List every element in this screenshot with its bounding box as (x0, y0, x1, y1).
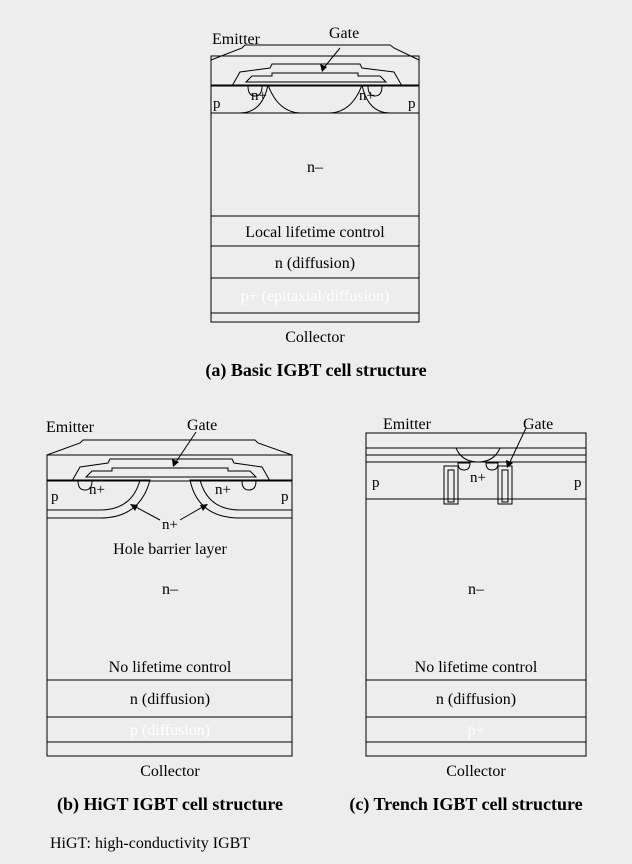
trench-gate-left (447, 469, 455, 503)
n-plus-right (241, 480, 257, 491)
collector-label: Collector (285, 329, 345, 346)
n-plus-right (367, 85, 383, 97)
caption-a: (a) Basic IGBT cell structure (205, 360, 426, 381)
emitter-metal (46, 439, 293, 482)
p-well-right-edge (361, 84, 419, 114)
n-plus-right-label: n+ (359, 88, 375, 104)
n-minus-label: n– (307, 159, 324, 176)
layer3-label: p+ (467, 722, 484, 739)
n-plus-label: n+ (470, 470, 486, 486)
collector-metal (46, 741, 293, 757)
emitter-metal (365, 432, 587, 463)
collector-label: Collector (140, 763, 200, 780)
p-well-right (199, 479, 293, 511)
gate-arrow-head (172, 459, 179, 467)
trench-gate-right (501, 469, 509, 503)
hole-barrier-right (189, 479, 293, 519)
layer2-label: n (diffusion) (130, 691, 210, 708)
layer1-label: No lifetime control (415, 659, 538, 676)
gate-oxide (71, 458, 271, 482)
p-right-label: p (281, 489, 289, 505)
gate-label: Gate (187, 417, 217, 434)
n-minus-label: n– (468, 581, 485, 598)
p-well-left-edge (211, 84, 269, 114)
p-left-label: p (51, 489, 59, 505)
hole-barrier-left (46, 479, 151, 519)
gate-arrow-head (506, 460, 513, 468)
n-plus-left-label: n+ (89, 482, 105, 498)
gate-pointer (507, 427, 527, 467)
caption-c: (c) Trench IGBT cell structure (349, 794, 582, 815)
gate-label: Gate (329, 25, 359, 42)
n-plus-left (247, 85, 263, 97)
layer3-label: p (diffusion) (130, 722, 210, 739)
n-plus-arrow-right (200, 504, 208, 511)
collector-label: Collector (446, 763, 506, 780)
gate-arrow-head (320, 64, 327, 72)
n-minus-region (46, 454, 293, 681)
collector-metal (365, 741, 587, 757)
gate-electrode (244, 72, 388, 83)
n-plus-arrow-left (130, 504, 138, 511)
p-region (210, 84, 420, 114)
collector-metal (210, 312, 420, 323)
n-plus-right (485, 462, 499, 471)
layer1-label: No lifetime control (109, 659, 232, 676)
trench-right (497, 465, 513, 505)
n-minus-region (365, 454, 587, 681)
p-left-label: p (372, 475, 380, 491)
p-left-label: p (213, 96, 221, 112)
emitter-label: Emitter (46, 419, 95, 436)
layer1-label: Local lifetime control (245, 224, 385, 241)
n-minus-gap (267, 84, 363, 114)
emitter-label: Emitter (383, 416, 432, 433)
gate-label: Gate (523, 416, 553, 433)
n-plus-left-label: n+ (251, 88, 267, 104)
n-plus-left (457, 462, 471, 471)
n-plus-bottom-label: n+ (162, 517, 178, 533)
trench-left (443, 465, 459, 505)
layer2-label: n (diffusion) (436, 691, 516, 708)
footnote: HiGT: high-conductivity IGBT (50, 835, 250, 852)
hole-barrier-label: Hole barrier layer (113, 541, 227, 558)
caption-b: (b) HiGT IGBT cell structure (57, 794, 283, 815)
diagram-trench-igbt: Emitter Gate p p n+ n– No lifetime contr… (349, 416, 587, 815)
gate-electrode (84, 467, 258, 478)
p-right-label: p (408, 96, 416, 112)
p-right-label: p (574, 475, 582, 491)
diagram-higt-igbt: Emitter Gate p p n+ n+ n+ Hole barrier l… (46, 417, 293, 815)
layer3-label: p+ (epitaxial/diffusion) (241, 288, 390, 305)
n-plus-left (77, 480, 93, 491)
n-plus-right-label: n+ (215, 482, 231, 498)
n-minus-region (210, 55, 420, 217)
emitter-metal (210, 44, 420, 87)
n-minus-label: n– (162, 581, 179, 598)
diagram-basic-igbt: Emitter Gate p p n+ n+ n– Local lifetime… (205, 25, 426, 381)
layer2-label: n (diffusion) (275, 255, 355, 272)
emitter-label: Emitter (212, 31, 261, 48)
gate-pointer (173, 431, 197, 466)
gate-oxide (231, 63, 403, 87)
